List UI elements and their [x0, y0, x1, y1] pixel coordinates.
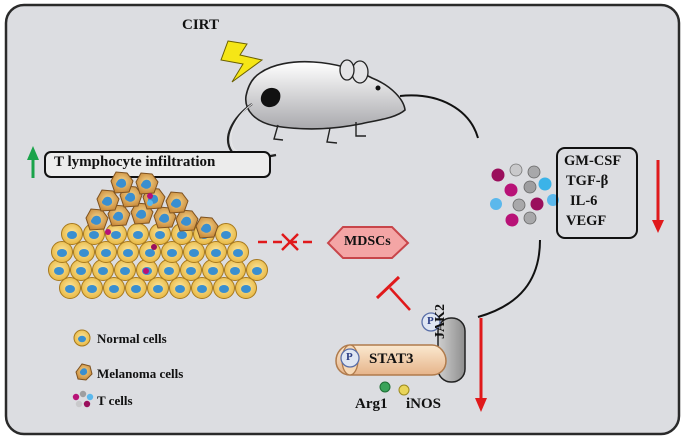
infiltrating-t-cell	[147, 193, 153, 199]
cell-nucleus	[155, 231, 165, 239]
cell-nucleus	[101, 249, 111, 257]
inos-dot	[398, 384, 410, 396]
cell-nucleus	[120, 267, 130, 275]
cell-nucleus	[89, 231, 99, 239]
stat3-shape	[335, 344, 447, 376]
inhibition-line	[389, 287, 411, 311]
cell-nucleus	[145, 249, 155, 257]
cell-nucleus	[233, 249, 243, 257]
cell-nucleus	[189, 249, 199, 257]
t-cells-icon	[72, 390, 94, 408]
arg1-label: Arg1	[355, 396, 388, 412]
melanoma-nucleus	[90, 215, 102, 225]
cell-nucleus	[57, 249, 67, 257]
cell-nucleus	[219, 285, 229, 293]
tumor-cell-cluster	[48, 171, 268, 299]
mdsc-hexagon	[326, 226, 410, 259]
cell-nucleus	[230, 267, 240, 275]
stat3-label: STAT3	[369, 351, 414, 367]
flow-curve-top	[399, 94, 479, 139]
cell-nucleus	[175, 285, 185, 293]
inhibition-bar	[375, 275, 401, 300]
mdsc-label: MDSCs	[344, 234, 391, 249]
melanoma-nucleus	[180, 216, 192, 226]
cirt-label: CIRT	[182, 17, 219, 33]
infiltrating-t-cell	[105, 229, 111, 235]
normal-cell-icon	[73, 329, 91, 347]
legend-normal-cells: Normal cells	[97, 331, 167, 346]
cell-nucleus	[98, 267, 108, 275]
legend-melanoma-cells: Melanoma cells	[97, 366, 184, 381]
arg1-dot	[379, 381, 391, 393]
cytokine-box	[556, 147, 638, 239]
melanoma-nucleus	[135, 209, 147, 219]
cell-nucleus	[164, 267, 174, 275]
cytokine-gm-csf: GM-CSF	[564, 153, 622, 169]
inos-label: iNOS	[406, 396, 442, 412]
cell-nucleus	[54, 267, 64, 275]
cell-nucleus	[221, 231, 231, 239]
flow-curve-bottom	[477, 239, 541, 318]
melanoma-nucleus	[140, 179, 152, 189]
cell-nucleus	[131, 285, 141, 293]
cell-nucleus	[186, 267, 196, 275]
melanoma-nucleus	[124, 192, 136, 202]
infiltration-label: T lymphocyte infiltration	[54, 154, 216, 170]
diagram-frame	[4, 3, 681, 436]
phospho-jak2-icon	[421, 312, 441, 332]
cell-nucleus	[65, 285, 75, 293]
cytokine-il-6: IL-6	[570, 193, 598, 209]
melanoma-nucleus	[112, 211, 124, 221]
melanoma-nucleus	[115, 178, 127, 188]
cell-nucleus	[211, 249, 221, 257]
infiltrating-t-cell	[143, 268, 149, 274]
cell-nucleus	[87, 285, 97, 293]
cell-nucleus	[79, 249, 89, 257]
melanoma-nucleus	[200, 223, 212, 233]
cell-nucleus	[109, 285, 119, 293]
legend-t-cells: T cells	[97, 393, 133, 408]
cell-nucleus	[177, 231, 187, 239]
melanoma-nucleus	[170, 198, 182, 208]
cytokine-tgf-beta: TGF-β	[566, 173, 609, 189]
mouse-icon	[226, 59, 406, 159]
infiltrating-t-cell	[151, 244, 157, 250]
cell-nucleus	[252, 267, 262, 275]
cell-nucleus	[153, 285, 163, 293]
phospho-stat3-icon	[340, 348, 360, 368]
phospho-jak2-label: P	[427, 315, 434, 327]
phospho-stat3-label: P	[346, 351, 353, 363]
cell-nucleus	[167, 249, 177, 257]
cell-nucleus	[133, 231, 143, 239]
cell-nucleus	[111, 231, 121, 239]
cell-nucleus	[76, 267, 86, 275]
cell-nucleus	[241, 285, 251, 293]
cell-nucleus	[208, 267, 218, 275]
cell-nucleus	[67, 231, 77, 239]
cytokine-vegf: VEGF	[566, 213, 607, 229]
infiltration-box	[44, 151, 271, 178]
lightning-icon	[220, 40, 264, 83]
cell-nucleus	[197, 285, 207, 293]
melanoma-nucleus	[101, 196, 113, 206]
jak2-label: JAK2	[433, 304, 448, 339]
melanoma-cell-icon	[75, 363, 93, 381]
cell-nucleus	[123, 249, 133, 257]
infiltrating-t-cell	[147, 200, 153, 206]
melanoma-nucleus	[158, 213, 170, 223]
